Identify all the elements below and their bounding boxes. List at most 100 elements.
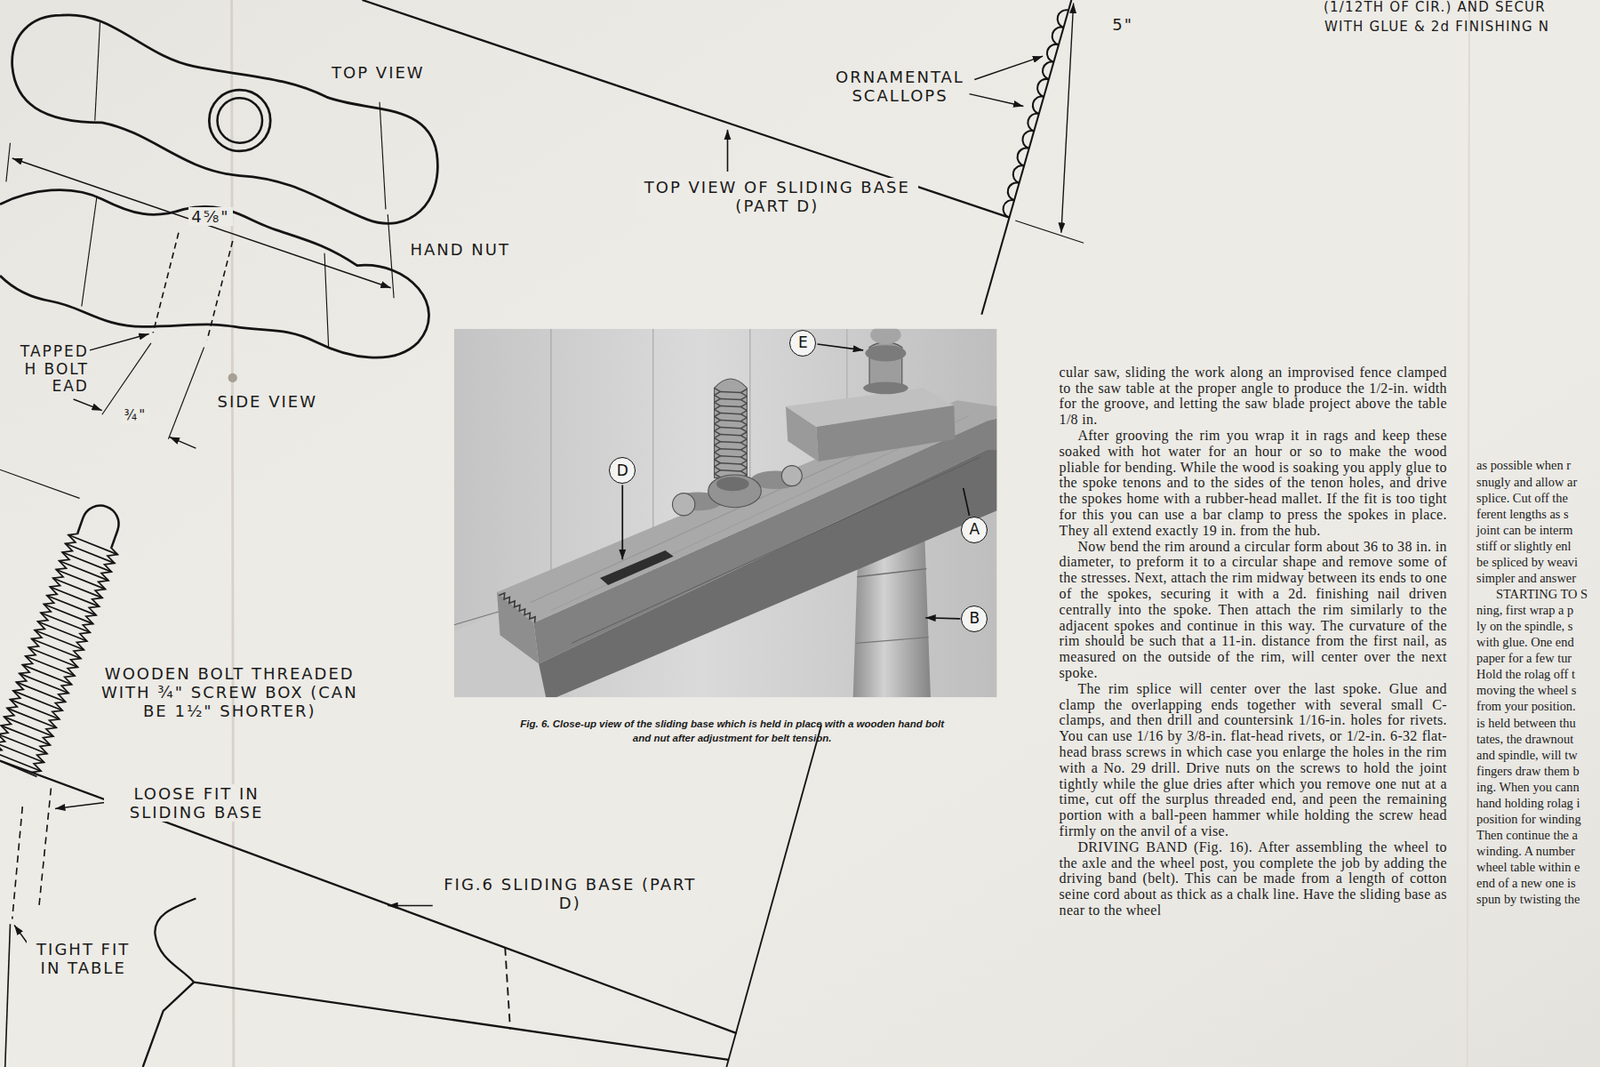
sliding-base-drawing — [193, 982, 729, 1060]
text-line: ferent lengths as s — [1476, 506, 1569, 522]
text-line: wheel table within e — [1476, 859, 1580, 875]
hand-nut-drawing — [168, 346, 204, 439]
sliding-base-drawing — [0, 724, 822, 1067]
text-line: Then continue the a — [1476, 827, 1578, 843]
hand-nut-drawing — [95, 22, 101, 120]
bolt-thread — [714, 387, 721, 480]
photograph — [716, 476, 750, 491]
text-line: as possible when r — [1476, 457, 1571, 473]
text-line: stiff or slightly enl — [1476, 538, 1571, 554]
note-text: LOOSE FIT IN SLIDING BASE — [104, 784, 289, 822]
text-line: tates, the drawnout — [1476, 731, 1574, 747]
hand-nut-drawing — [102, 343, 152, 415]
sliding-base-drawing — [0, 760, 737, 1034]
text-line: ly on the spindle, s — [1476, 618, 1573, 634]
photograph — [496, 592, 539, 664]
view-title: SIDE VIEW — [217, 392, 318, 411]
sliding-base-drawing — [387, 904, 433, 906]
sliding-base-drawing — [55, 802, 105, 809]
photograph — [672, 493, 696, 516]
hand-nut-drawing — [324, 253, 329, 348]
dimension-label: 4⅝" — [188, 207, 232, 226]
paper-fold — [1467, 0, 1470, 1067]
text-line: Hold the rolag off t — [1476, 666, 1576, 682]
text-line: position for winding — [1476, 811, 1582, 827]
sliding-base-drawing — [726, 724, 822, 1067]
leader-line — [621, 484, 624, 560]
text-line: hand holding rolag i — [1476, 795, 1580, 811]
wooden-bolt — [0, 497, 132, 777]
paper-spot — [228, 373, 238, 383]
text-line: ing. When you cann — [1476, 779, 1580, 795]
hand-nut-drawing — [0, 469, 80, 498]
leader-line — [963, 488, 970, 516]
leader-line — [622, 344, 969, 619]
text-line: paper for a few tur — [1476, 650, 1572, 666]
text-line: with glue. One end — [1476, 634, 1575, 650]
callout-circle: E — [789, 329, 816, 357]
hand-nut-drawing — [217, 97, 264, 144]
hand-nut-drawing — [73, 399, 103, 411]
sliding-base-top-view — [1061, 2, 1074, 232]
hand-nut-drawing — [387, 214, 394, 298]
note-text: (1/12TH OF CIR.) AND SECUR — [1323, 0, 1546, 16]
body-text: DRIVING BAND (Fig. 16). After assembling… — [1059, 839, 1448, 919]
hand-nut-drawing — [89, 334, 150, 351]
view-title: TOP VIEW OF SLIDING BASE (PART D) — [635, 177, 919, 216]
photograph — [781, 465, 802, 487]
bolt-thread — [0, 530, 79, 760]
photograph — [816, 405, 955, 462]
photograph — [571, 456, 980, 643]
leader-line — [925, 617, 960, 619]
photograph — [533, 418, 997, 664]
ornamental-scallops — [1003, 9, 1069, 217]
hand-nut-drawing — [0, 190, 430, 359]
figure-title: FIG.6 SLIDING BASE (PART D) — [433, 874, 707, 912]
photograph — [454, 328, 998, 698]
leader-line — [817, 344, 864, 351]
text-line: STARTING TO S — [1496, 586, 1588, 602]
bolt-thread — [0, 530, 120, 778]
part-label: ORNAMENTAL SCALLOPS — [822, 67, 977, 105]
hand-nut-drawing — [379, 102, 386, 210]
body-text: cular saw, sliding the work along an imp… — [1059, 364, 1448, 428]
bolt-thread — [0, 535, 119, 772]
serrated-end — [498, 592, 536, 623]
part-label: HAND NUT — [409, 240, 511, 259]
bolt-thread — [31, 546, 120, 776]
sliding-base-top-view — [362, 0, 1010, 218]
sliding-base-top-view — [362, 0, 1085, 315]
sliding-base-top-view — [974, 56, 1043, 80]
text-line: and spindle, will tw — [1476, 747, 1578, 763]
hand-nut-drawing — [169, 436, 197, 448]
photograph — [454, 328, 998, 698]
sliding-base-drawing — [39, 788, 52, 910]
paper-fold — [232, 0, 234, 1067]
text-line: joint can be interm — [1476, 522, 1573, 538]
callout-circle: D — [608, 456, 636, 484]
text-line: is held between thu — [1476, 715, 1576, 731]
hand-nut-drawing — [152, 232, 179, 334]
note-text: TAPPED H BOLT EAD — [2, 343, 88, 397]
body-text: The rim splice will center over the last… — [1059, 680, 1448, 840]
hand-nut-drawing — [207, 240, 233, 340]
photograph — [856, 568, 927, 577]
sliding-base-top-view — [727, 129, 729, 172]
callout-letter: A — [968, 521, 980, 537]
text-line: snugly and allow ar — [1476, 474, 1577, 490]
body-text: Now bend the rim around a circular form … — [1059, 538, 1448, 681]
hand-nut-drawing — [81, 195, 97, 306]
body-text: After grooving the rim you wrap it in ra… — [1059, 427, 1448, 539]
text-line: simpler and answer — [1476, 570, 1576, 586]
sliding-base-top-view — [981, 0, 1072, 315]
text-line: from your position. — [1476, 698, 1576, 714]
view-title: TOP VIEW — [331, 63, 425, 82]
bolt-thread — [720, 391, 741, 479]
bolt-thread — [714, 387, 748, 482]
hand-nut-drawing — [208, 89, 271, 152]
text-line: fingers draw them b — [1476, 763, 1580, 779]
sliding-base-drawing — [5, 923, 11, 1067]
